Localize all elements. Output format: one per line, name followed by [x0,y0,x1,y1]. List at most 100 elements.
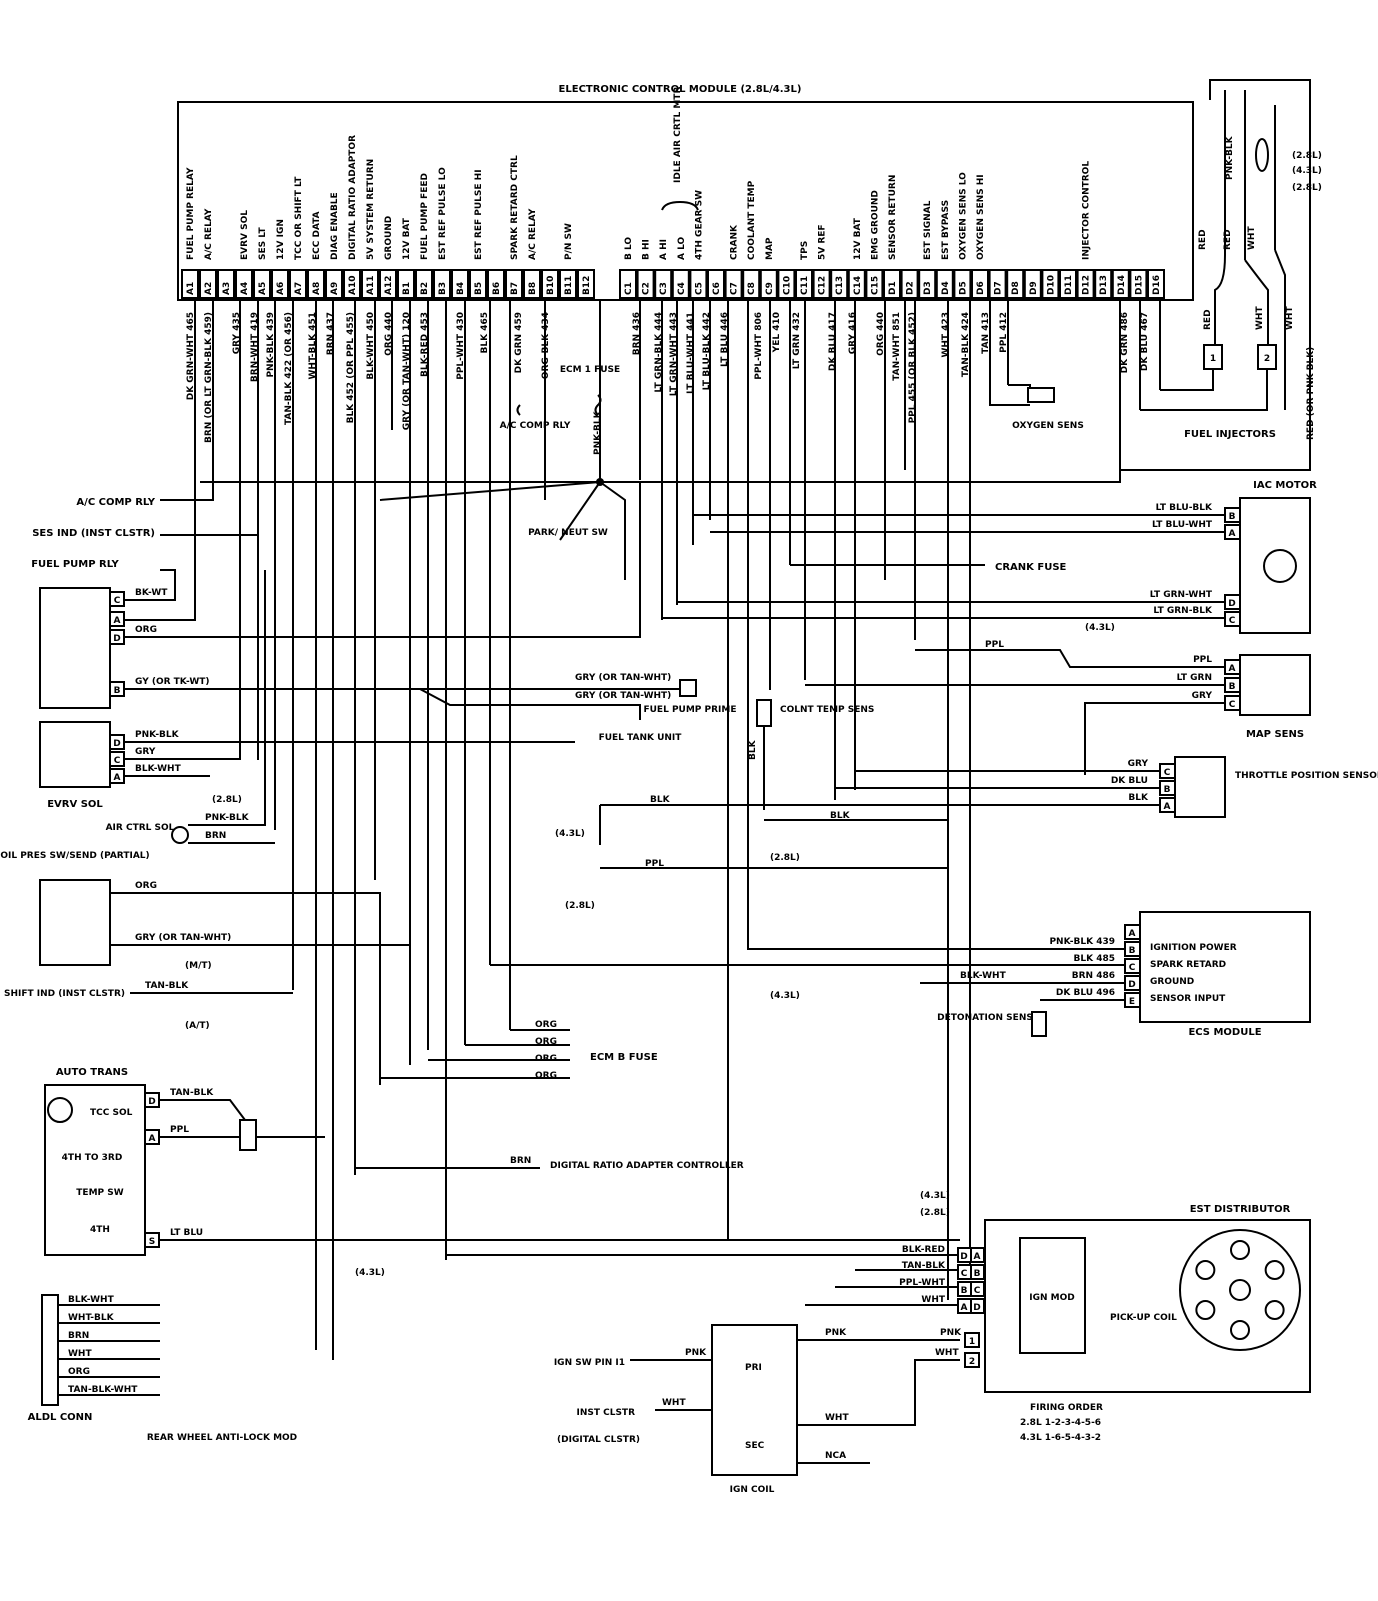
ecm-pin-label-A2: A2 [204,282,214,295]
ecm-pin-label-B3: B3 [438,282,448,295]
ecm-wire-a-5: TAN-BLK 422 (OR 456) [284,312,294,425]
ecm-pin-A4 [235,269,253,299]
coolant-sensor [756,699,772,727]
ecm-function-3: EVRV SOL [240,210,250,260]
ecm-wire-a-9: BLK-WHT 450 [366,312,376,380]
svg-text:C: C [1229,616,1236,626]
ecm-wire-c-13: PPL 455 (OR BLK 452) [908,312,918,423]
ecm-pin-C8 [742,269,761,299]
ecm-pin-D8 [1006,269,1025,299]
sec-label: SEC [745,1441,765,1451]
ecm-pin-A2 [199,269,217,299]
svg-text:A: A [1129,929,1136,939]
ac-comp-rly-left: A/C COMP RLY [76,497,155,508]
ecm-pin-label-A11: A11 [366,276,376,296]
ecm-pin-B1 [397,269,415,299]
oxygen-sensor [1027,387,1055,403]
wht-dist: WHT [921,1295,945,1305]
ecm-wire-c-5: LT BLU 446 [720,312,730,367]
aldl-wire-5: TAN-BLK-WHT [68,1385,138,1395]
svg-text:C: C [1229,700,1236,710]
shift-ind-label: SHIFT IND (INST CLSTR) [4,989,125,999]
lt-blu-at: LT BLU [170,1228,203,1238]
red-inj-3: RED [1203,309,1213,330]
fuel-tank-label: FUEL TANK UNIT [599,733,683,743]
pnk-blk-439: PNK-BLK 439 [1049,937,1115,947]
lt-grn-blk: LT GRN-BLK [1153,606,1213,616]
svg-text:B: B [1229,682,1236,692]
ecm-pin-A3 [217,269,235,299]
ecm-pin-B11 [559,269,577,299]
ecm-wire-a-14: BLK 465 [480,312,490,354]
aldl-wire-1: WHT-BLK [68,1313,115,1323]
ecm-wire-c-14: WHT 423 [941,312,951,358]
gry-tan-mid-1: GRY (OR TAN-WHT) [575,673,671,683]
ecm-wire-a-0: DK GRN-WHT 465 [186,312,196,400]
iac-group-brace [661,200,699,211]
auto-trans-label: AUTO TRANS [56,1067,128,1078]
ecm-wire-a-6: WHT-BLK 451 [308,312,318,380]
label-43l-a: (4.3L) [1292,166,1322,176]
ecm-pin-A8 [307,269,325,299]
tan-blk-at: TAN-BLK [170,1088,214,1098]
ecm-pin-C4 [671,269,690,299]
ecm-pin-label-C1: C1 [624,282,634,295]
ecm-pin-A12 [379,269,397,299]
aldl-wire-3: WHT [68,1349,92,1359]
ecm-wire-c-18: DK GRN 486 [1120,312,1130,373]
ecm-b-fuse-label: ECM B FUSE [590,1052,658,1063]
ecm-pin-label-D6: D6 [976,281,986,295]
gry-evrv: GRY [135,747,156,757]
ecm-pin-D11 [1059,269,1077,299]
gry-tps: GRY [1128,759,1149,769]
fuel-injectors-label: FUEL INJECTORS [1184,429,1276,440]
ecm-wire-a-3: BRN-WHT 419 [250,312,260,382]
ecm-function-10: 5V SYSTEM RETURN [366,159,376,260]
ecm-pin-label-C3: C3 [659,282,669,295]
ecm-function-13: FUEL PUMP FEED [420,173,430,260]
svg-text:D: D [113,634,120,644]
inst-clstr-label: INST CLSTR [576,1408,635,1418]
ecm-pin-B4 [451,269,469,299]
digital-ratio-label: DIGITAL RATIO ADAPTER CONTROLLER [550,1161,744,1171]
brn-air: BRN [205,831,226,841]
ecm-wire-c-2: LT GRN-WHT 443 [669,312,679,396]
ecm-title: ELECTRONIC CONTROL MODULE (2.8L/4.3L) [559,84,802,95]
pnk-blk-inj: PNK-BLK [1225,135,1235,180]
bk-wt: BK-WT [135,588,168,598]
ecs-module-label: ECS MODULE [1188,1027,1261,1038]
ppl-map: PPL [1193,655,1212,665]
ecm-pin-label-D5: D5 [958,281,968,295]
blk-tps: BLK [1128,793,1149,803]
ecm-pin-label-A1: A1 [186,282,196,295]
ecm-function-9: DIGITAL RATIO ADAPTOR [348,135,358,260]
evrv-sol-label: EVRV SOL [47,799,103,810]
label-28l-air: (2.8L) [212,795,242,805]
ecm-wire-c-7: YEL 410 [772,312,782,353]
ecm-pin-A5 [253,269,271,299]
label-28l-b: (2.8L) [1292,183,1322,193]
ecm-pin-D16 [1147,269,1165,299]
ecm-pin-label-D16: D16 [1152,275,1162,295]
aldl-label: ALDL CONN [28,1412,93,1423]
ecm-pin-label-C11: C11 [800,276,810,295]
ecm-pin-C13 [830,269,849,299]
throttle-position-sensor [1174,756,1226,818]
ecm-function-27: 4TH GEAR SW [694,190,704,260]
ecm-pin-A11 [361,269,379,299]
gry-tan-oil: GRY (OR TAN-WHT) [135,933,231,943]
ecm-pin-D7 [988,269,1007,299]
ecm-pin-A9 [325,269,343,299]
svg-text:D: D [1128,980,1135,990]
svg-text:A: A [149,1134,156,1144]
wht-inj-2: WHT [1255,306,1265,330]
svg-text:B: B [961,1286,968,1296]
ecm-pin-D6 [971,269,989,299]
crank-fuse-label: CRANK FUSE [995,562,1067,573]
tan-blk-shift: TAN-BLK [145,981,189,991]
pri-label: PRI [745,1363,762,1373]
ecm-wire-c-0: BRN 436 [632,312,642,355]
ecm-pin-label-C14: C14 [853,276,863,295]
